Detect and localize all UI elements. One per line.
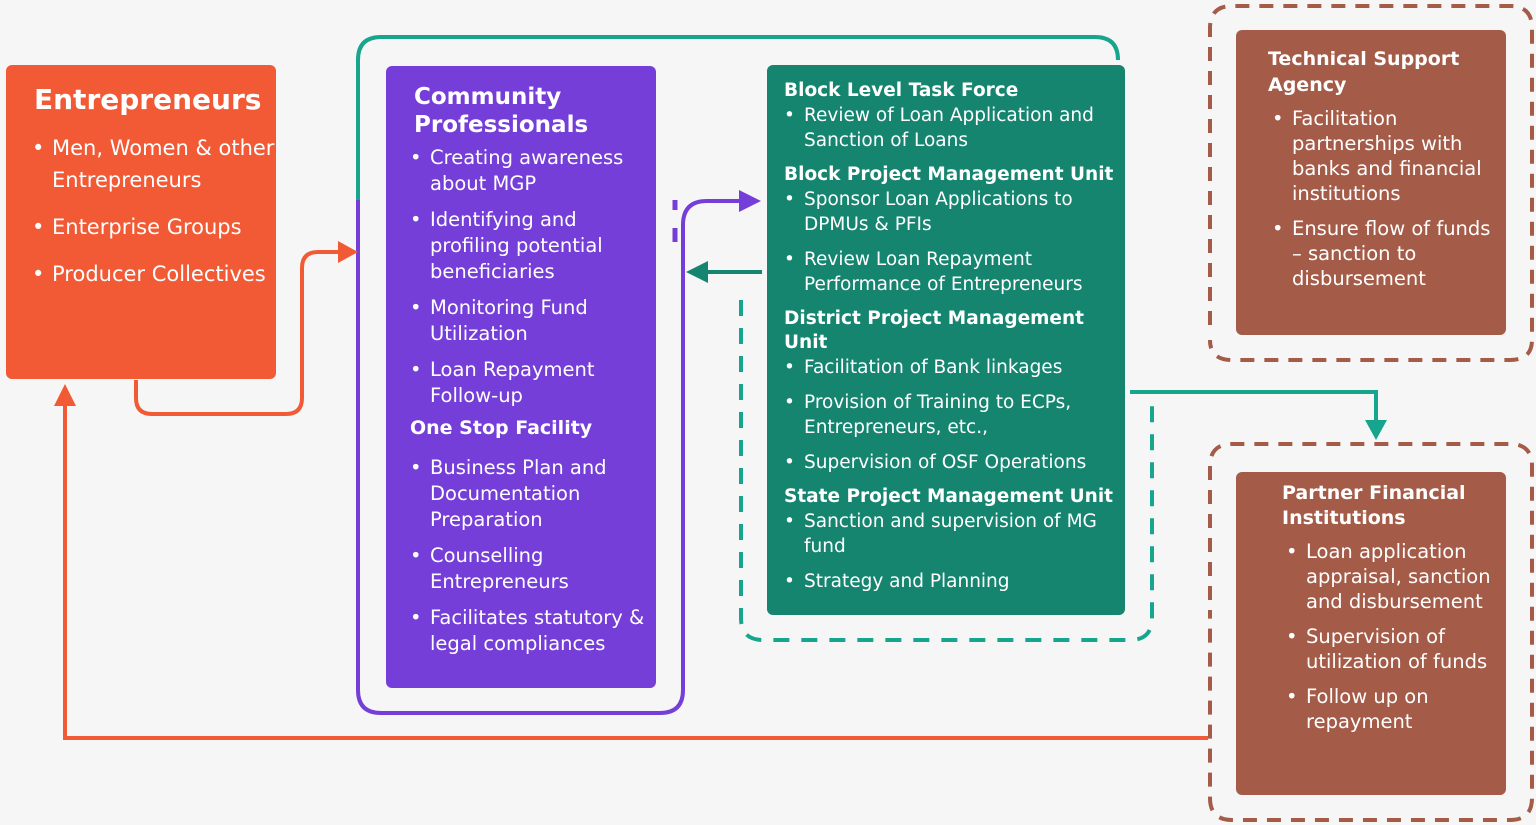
spmu-title: State Project Management Unit [784, 486, 1114, 507]
community-professionals-list: Creating awareness about MGP Identifying… [410, 145, 656, 409]
orange-return-line [63, 404, 1208, 740]
list-item: Creating awareness about MGP [410, 145, 656, 197]
dpmu-list: Facilitation of Bank linkages Provision … [784, 355, 1125, 475]
community-professionals-title: Community Professionals [414, 84, 589, 138]
spmu-list: Sanction and supervision of MG fund Stra… [784, 509, 1125, 594]
list-item: Provision of Training to ECPs, Entrepren… [784, 390, 1125, 440]
list-item: Producer Collectives [32, 258, 276, 290]
list-item: Facilitation of Bank linkages [784, 355, 1125, 380]
list-item: Ensure flow of funds – sanction to disbu… [1272, 216, 1506, 291]
teal-down-arrowhead [1365, 420, 1387, 440]
orange-right-arrowhead [338, 241, 358, 263]
one-stop-facility-title: One Stop Facility [410, 417, 593, 439]
orange-up-arrowhead [54, 384, 76, 406]
teal-dashed-bracket [739, 300, 1154, 642]
list-item: Follow up on repayment [1286, 684, 1506, 734]
list-item: Counselling Entrepreneurs [410, 543, 656, 595]
tsa-list: Facilitation partnerships with banks and… [1268, 106, 1506, 291]
list-item: Men, Women & other Entrepreneurs [32, 132, 276, 196]
list-item: Supervision of utilization of funds [1286, 624, 1506, 674]
pfi-list: Loan application appraisal, sanction and… [1282, 539, 1506, 734]
list-item: Business Plan and Documentation Preparat… [410, 455, 656, 533]
dpmu-title: District Project Management Unit [784, 308, 1084, 353]
tsa-dashed-bracket [1208, 4, 1534, 362]
list-item: Review of Loan Application and Sanction … [784, 103, 1125, 153]
management-units-box: Block Level Task Force Review of Loan Ap… [767, 65, 1125, 615]
list-item: Loan application appraisal, sanction and… [1286, 539, 1506, 614]
orange-connector [134, 250, 342, 416]
list-item: Review Loan Repayment Performance of Ent… [784, 247, 1125, 297]
list-item: Identifying and profiling potential bene… [410, 207, 656, 285]
purple-arrowhead [739, 190, 761, 212]
entrepreneurs-title: Entrepreneurs [34, 83, 262, 116]
entrepreneurs-list: Men, Women & other Entrepreneurs Enterpr… [32, 132, 276, 290]
teal-left-arrowhead [686, 261, 708, 283]
bltf-list: Review of Loan Application and Sanction … [784, 103, 1125, 153]
bpmu-list: Sponsor Loan Applications to DPMUs & PFI… [784, 187, 1125, 297]
list-item: Facilitation partnerships with banks and… [1272, 106, 1506, 206]
teal-pfi-line [1130, 390, 1378, 424]
one-stop-facility-list: Business Plan and Documentation Preparat… [410, 455, 656, 657]
list-item: Strategy and Planning [784, 569, 1125, 594]
list-item: Monitoring Fund Utilization [410, 295, 656, 347]
list-item: Facilitates statutory & legal compliance… [410, 605, 656, 657]
list-item: Loan Repayment Follow-up [410, 357, 656, 409]
pfi-dashed-bracket [1208, 442, 1534, 822]
technical-support-agency-box: Technical Support Agency Facilitation pa… [1236, 30, 1506, 335]
bpmu-title: Block Project Management Unit [784, 164, 1114, 185]
community-professionals-box: Community Professionals Creating awarene… [386, 66, 656, 688]
entrepreneurs-box: Entrepreneurs Men, Women & other Entrepr… [6, 65, 276, 379]
teal-bracket-top [356, 35, 1120, 200]
partner-financial-institutions-box: Partner Financial Institutions Loan appl… [1236, 472, 1506, 795]
bltf-title: Block Level Task Force [784, 80, 1019, 101]
list-item: Sanction and supervision of MG fund [784, 509, 1125, 559]
purple-bracket [356, 199, 745, 715]
tsa-title: Technical Support Agency [1268, 48, 1460, 96]
list-item: Supervision of OSF Operations [784, 450, 1125, 475]
list-item: Enterprise Groups [32, 211, 276, 243]
list-item: Sponsor Loan Applications to DPMUs & PFI… [784, 187, 1125, 237]
pfi-title: Partner Financial Institutions [1282, 482, 1466, 529]
